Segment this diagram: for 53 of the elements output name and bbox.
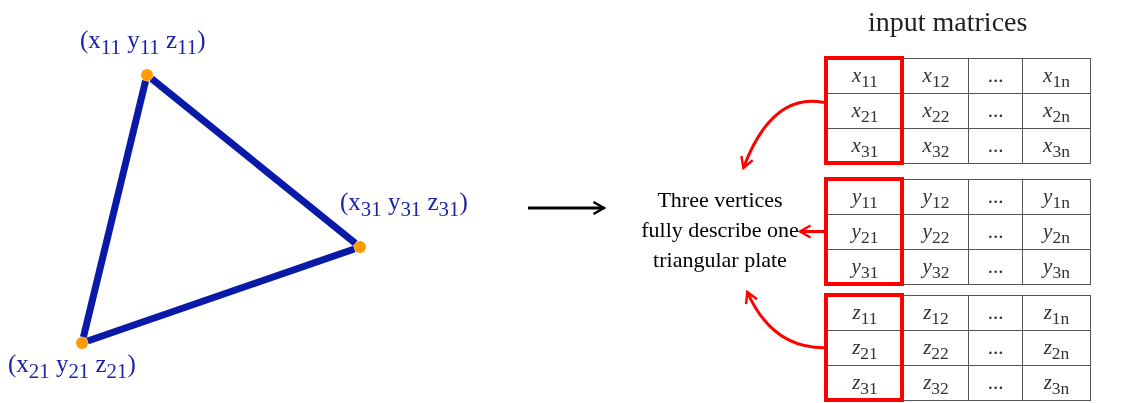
matrix-entry: x$_{3n}$ [1043,132,1070,164]
matrix-entry: y$_{32}$ [922,253,950,285]
matrix-entry: x$_{31}$ [851,132,879,164]
matrix-entry: ... [987,183,1004,210]
matrix-entry: x$_{22}$ [922,97,950,129]
matrices-heading: input matrices [868,6,1028,38]
matrix-entry: z$_{32}$ [923,369,949,401]
matrix-entry: ... [987,62,1004,89]
matrix-entry: y$_{11}$ [851,183,879,215]
curved-arrow [745,290,825,350]
matrix-entry: x$_{1n}$ [1043,62,1070,94]
matrix-entry: x$_{21}$ [851,97,879,129]
triangle-side [80,80,149,338]
matrix-entry: z$_{1n}$ [1043,299,1070,331]
coordinate-label: (x$_{31}$ y$_{31}$ z$_{31}$) [340,188,468,222]
matrix-entry: y$_{21}$ [851,218,879,250]
matrix-entry: x$_{2n}$ [1043,97,1070,129]
matrix-entry: ... [987,253,1004,280]
matrix-entry: y$_{22}$ [922,218,950,250]
matrix-entry: z$_{3n}$ [1043,369,1070,401]
matrix-entry: x$_{32}$ [922,132,950,164]
matrix-entry: x$_{12}$ [922,62,950,94]
matrix-entry: y$_{2n}$ [1043,218,1070,250]
matrix-entry: ... [987,97,1004,124]
matrix-entry: y$_{1n}$ [1043,183,1070,215]
coordinate-label: (x$_{11}$ y$_{11}$ z$_{11}$) [80,26,206,60]
arrow [798,224,824,239]
column-highlight [824,177,904,286]
matrix-entry: z$_{31}$ [852,369,878,401]
matrix-entry: ... [987,334,1004,361]
arrow [528,200,606,216]
vertex-dot [141,69,153,81]
description-text: Three vertices fully describe one triangular plate [640,186,800,274]
matrix-entry: z$_{12}$ [923,299,949,331]
triangle-side [149,76,358,246]
matrix-entry: z$_{2n}$ [1043,334,1070,366]
matrix-entry: z$_{11}$ [852,299,878,331]
matrix-entry: y$_{12}$ [922,183,950,215]
curved-arrow [740,99,825,170]
matrix-entry: y$_{31}$ [851,253,879,285]
coordinate-label: (x$_{21}$ y$_{21}$ z$_{21}$) [8,350,136,384]
matrix-entry: ... [987,132,1004,159]
column-highlight [824,56,904,165]
matrix-entry: z$_{22}$ [923,334,949,366]
triangle-side [86,245,356,345]
matrix-entry: ... [987,299,1004,326]
column-highlight [824,293,904,402]
vertex-dot [76,337,88,349]
matrix-entry: ... [987,218,1004,245]
matrix-entry: z$_{21}$ [852,334,878,366]
matrix-entry: y$_{3n}$ [1043,253,1070,285]
matrix-entry: x$_{11}$ [851,62,879,94]
matrix-entry: ... [987,369,1004,396]
